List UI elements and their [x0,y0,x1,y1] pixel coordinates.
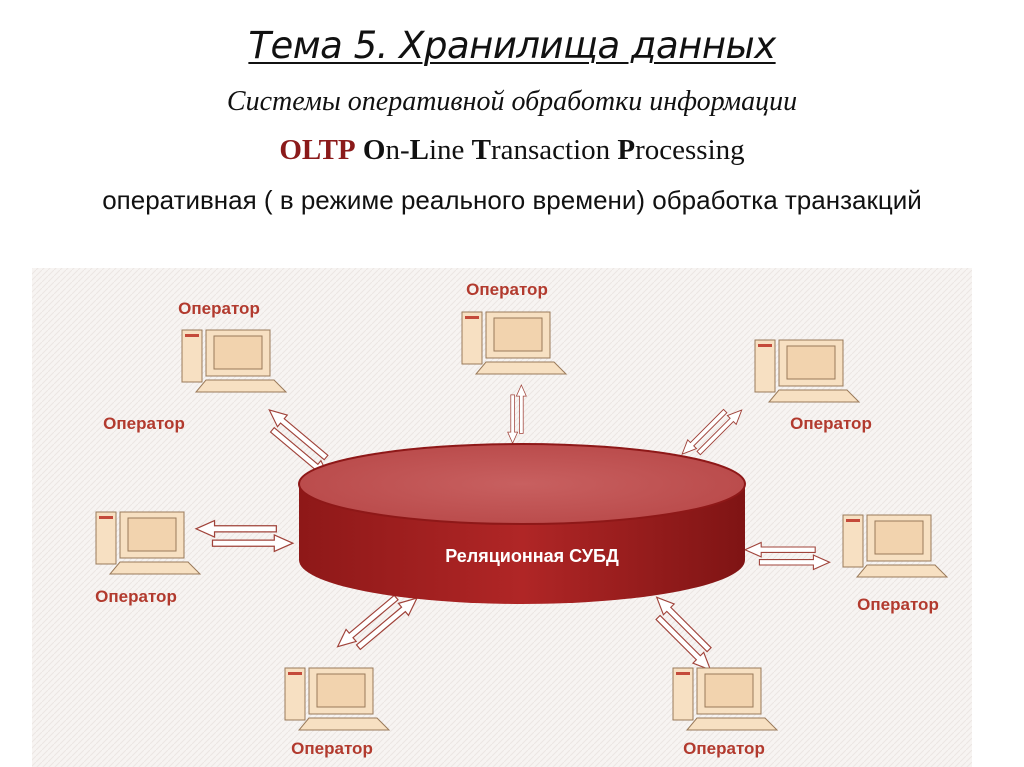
oltp-initial-p: P [617,134,636,166]
oltp-word-line: ine [428,134,472,166]
oltp-initial-o: O [362,134,386,166]
slide-title-text: Тема 5. Хранилища данных [248,24,776,67]
operator-label: Оператор [291,739,373,758]
oltp-initial-t: T [471,134,491,166]
oltp-description: оперативная ( в режиме реального времени… [102,185,922,215]
oltp-word-transaction: ransaction [490,134,618,166]
database-label: Реляционная СУБД [445,546,619,566]
slide-title: Тема 5. Хранилища данных [0,24,1024,67]
operator-label: Оператор [95,587,177,606]
oltp-initial-l: L [409,134,429,166]
operator-label: Оператор [178,299,260,318]
database-cylinder: Реляционная СУБД [298,443,746,604]
operator-label: Оператор [857,595,939,614]
oltp-abbr: OLTP [279,134,356,166]
oltp-line: OLTP On-Line Transaction Processing [0,134,1024,167]
operator-label: Оператор [683,739,765,758]
slide-subtitle: Системы оперативной обработки информации [226,86,798,117]
oltp-word-processing: rocessing [635,134,745,166]
operator-label: Оператор [466,280,548,299]
operator-label: Оператор [103,414,185,433]
oltp-word-on: n- [385,134,410,166]
operator-label: Оператор [790,414,872,433]
